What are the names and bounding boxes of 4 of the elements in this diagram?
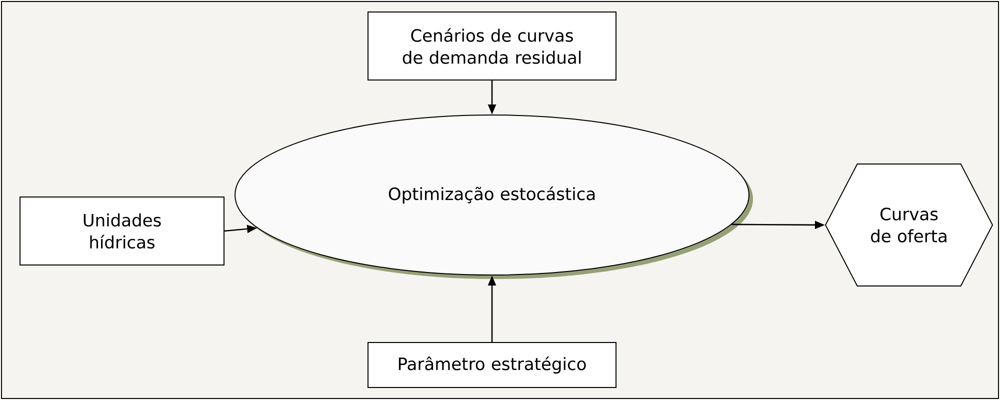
input-box: Cenários de curvas de demanda residual [368, 12, 616, 80]
input-box: Parâmetro estratégico [368, 342, 616, 388]
output-hexagon: Curvas de oferta [824, 164, 994, 286]
input-box: Unidades hídricas [20, 196, 224, 266]
